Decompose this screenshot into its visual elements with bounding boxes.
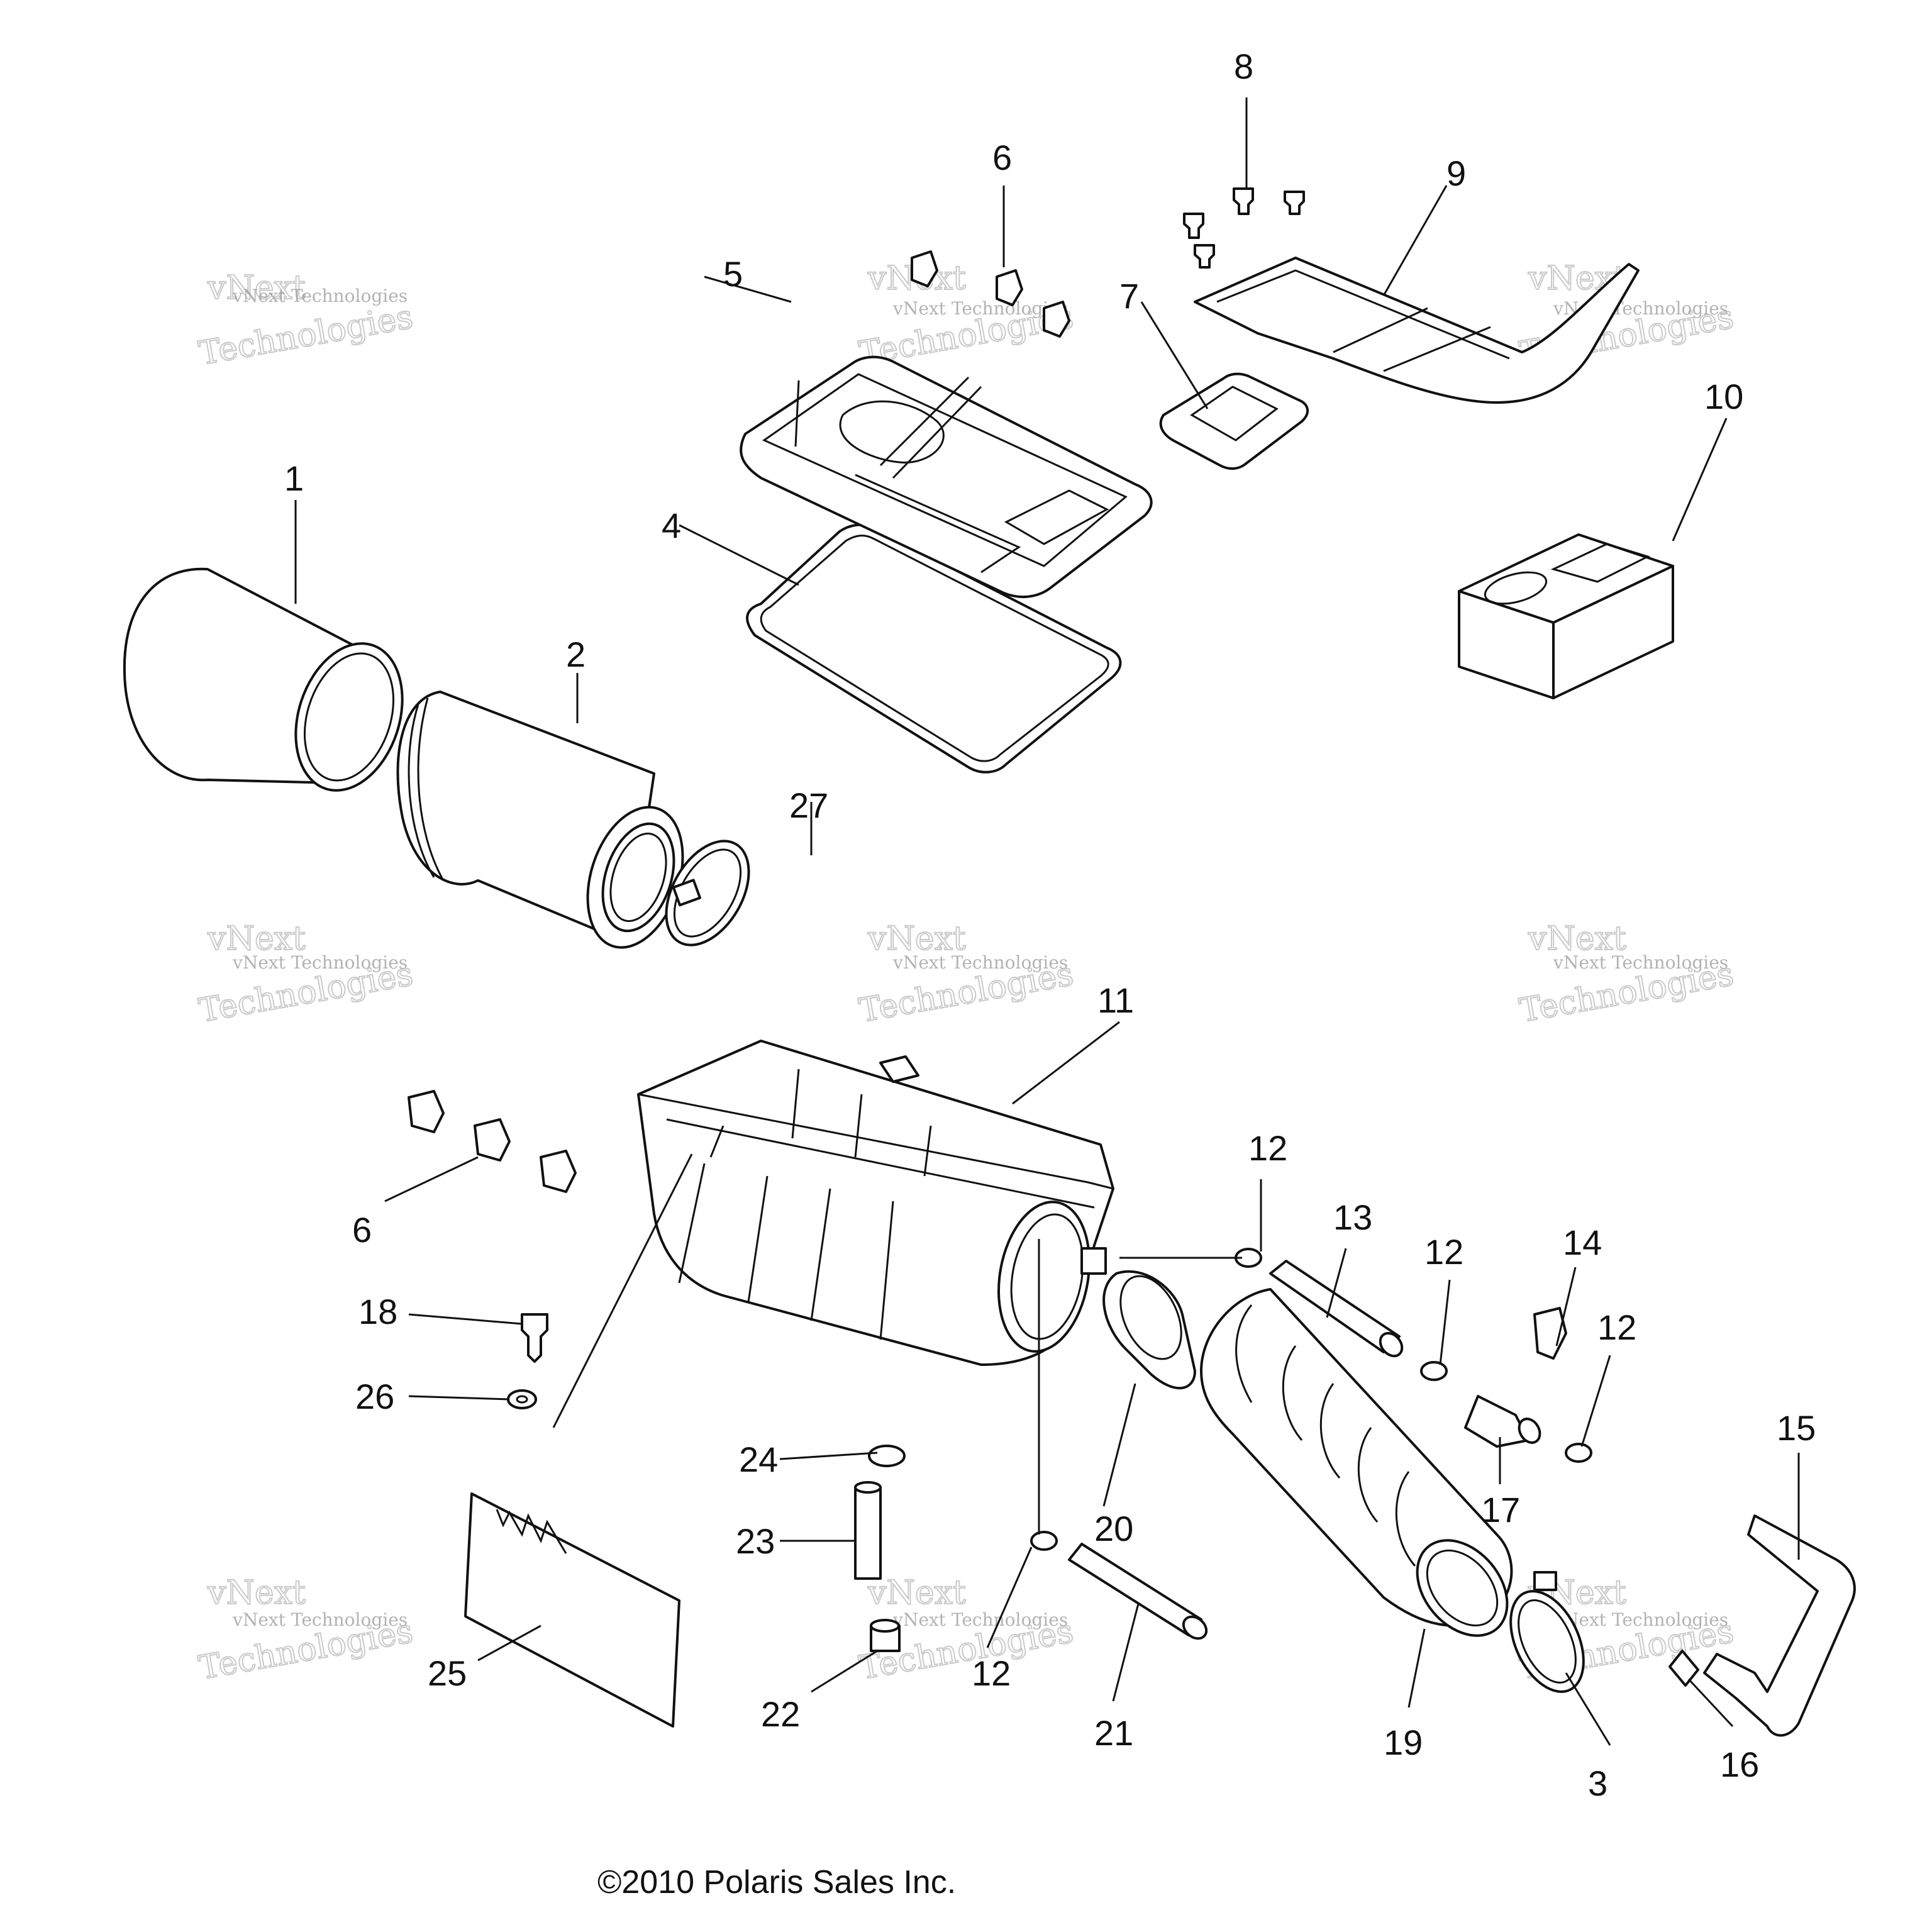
part-18-push-rivet [521,1313,548,1363]
callout-14: 14 [1563,1223,1602,1262]
callout-20: 20 [1094,1509,1133,1548]
part-21-tube [1068,1543,1208,1640]
part-9-intake-duct [1194,257,1640,404]
part-5-airbox-cover [740,355,1153,599]
part-13-vent-tube [1269,1260,1404,1358]
callout-21: 21 [1094,1713,1133,1753]
callout-18: 18 [358,1292,397,1331]
svg-text:vNext Technologies: vNext Technologies [232,286,408,306]
part-26-washer [507,1389,537,1409]
part-3-clamp [1509,1571,1585,1693]
part-14-clip [1533,1307,1567,1360]
svg-text:vNext Technologies: vNext Technologies [892,1609,1068,1630]
part-22-drain-valve [870,1619,901,1652]
part-1-prefilter [123,567,404,792]
copyright-notice: ©2010 Polaris Sales Inc. [597,1864,956,1901]
svg-text:Technologies: Technologies [196,298,416,373]
part-25-panel [464,1492,680,1728]
callout-27: 27 [789,786,828,825]
svg-text:vNext Technologies: vNext Technologies [1553,1609,1728,1630]
callout-4: 4 [662,506,681,545]
part-16-hose-clip [1668,1650,1699,1687]
part-15-breather-hose [1703,1514,1856,1737]
callout-24: 24 [739,1440,778,1479]
svg-text:vNext: vNext [867,1574,966,1612]
part-2-air-filter [396,691,684,949]
callout-23: 23 [736,1521,775,1561]
callout-8: 8 [1234,47,1253,86]
callout-9: 9 [1446,153,1466,193]
watermark-top-left: vNext vNext Technologies Technologies [196,269,416,374]
callout-3: 3 [1588,1763,1607,1803]
svg-text:vNext: vNext [207,1574,306,1612]
leader-lines [294,97,1800,1746]
part-19-intake-boot [1200,1288,1513,1637]
part-17-check-valve [1464,1395,1541,1448]
callout-26: 26 [355,1377,394,1416]
callout-5: 5 [723,254,743,294]
part-6-clips-left [408,1090,577,1193]
callout-1: 1 [284,458,304,498]
callout-16: 16 [1720,1745,1759,1784]
svg-text:vNext Technologies: vNext Technologies [892,952,1068,973]
part-11-airbox-base [637,1040,1114,1366]
callout-22: 22 [761,1694,800,1734]
callout-6-top: 6 [992,138,1012,177]
callout-12-c: 12 [1597,1307,1636,1347]
watermark-mid-left: vNext vNext Technologies Technologies [196,919,416,1031]
svg-text:vNext: vNext [207,920,306,958]
callout-17: 17 [1481,1490,1520,1530]
callout-12-b: 12 [1424,1232,1463,1272]
callout-11: 11 [1097,980,1134,1020]
part-6-clips-top [911,250,1070,338]
part-27-hose-clamp [665,840,750,947]
callout-12-d: 12 [972,1653,1011,1693]
watermark-mid-right: vNext vNext Technologies Technologies [1516,919,1737,1031]
svg-text:vNext Technologies: vNext Technologies [892,298,1068,319]
part-24-small-clamp [868,1445,906,1467]
callout-2: 2 [566,635,586,674]
callout-19: 19 [1384,1723,1423,1762]
callouts: 1 2 3 4 5 6 6 7 8 9 10 11 12 12 12 12 13… [284,47,1816,1803]
part-12-clamps [1030,1248,1592,1551]
svg-text:vNext: vNext [207,269,306,307]
callout-25: 25 [428,1653,467,1693]
watermark-bottom-left: vNext vNext Technologies Technologies [196,1574,416,1688]
svg-text:vNext: vNext [867,920,966,958]
svg-text:vNext Technologies: vNext Technologies [1553,952,1728,973]
part-10-foam-block [1458,533,1674,699]
svg-text:vNext Technologies: vNext Technologies [232,1609,408,1630]
part-20-coupler [1102,1270,1196,1390]
svg-text:vNext Technologies: vNext Technologies [232,952,408,973]
part-23-drain-tube [854,1481,882,1580]
svg-text:vNext: vNext [1528,920,1626,958]
callout-13: 13 [1333,1197,1372,1237]
callout-15: 15 [1777,1408,1816,1448]
callout-10: 10 [1704,377,1743,416]
part-8-screws [1183,187,1305,269]
callout-12-a: 12 [1248,1128,1287,1168]
callout-7: 7 [1119,276,1139,316]
part-7-seal-plate [1159,372,1309,470]
callout-6-left: 6 [352,1210,372,1250]
watermark-mid-center: vNext vNext Technologies Technologies [856,919,1077,1031]
